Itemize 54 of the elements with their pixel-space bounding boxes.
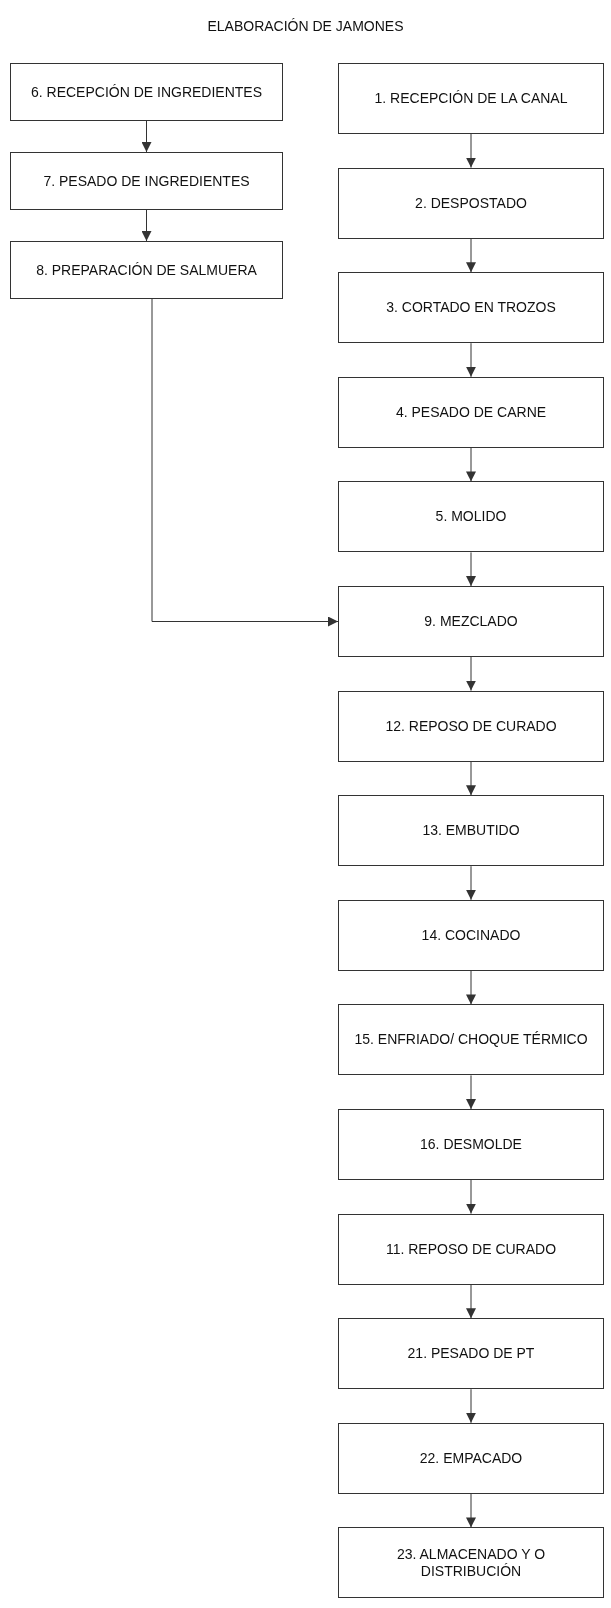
process-box: [338, 586, 604, 657]
process-box: [338, 272, 604, 344]
arrow: [466, 1074, 476, 1110]
step-label: 11. REPOSO DE CURADO: [385, 1240, 557, 1258]
arrow: [466, 970, 476, 1005]
process-box: [338, 690, 604, 762]
arrow: [151, 298, 339, 627]
arrow: [466, 342, 476, 378]
arrow: [466, 761, 476, 796]
arrow: [466, 1388, 476, 1424]
step-label: 1. RECEPCIÓN DE LA CANAL: [374, 90, 568, 107]
arrow: [466, 447, 476, 482]
process-box: [338, 1422, 604, 1494]
step-label: 7. PESADO DE INGREDIENTES: [43, 172, 250, 190]
step-label: 15. ENFRIADO/ CHOQUE TÉRMICO: [354, 1031, 588, 1049]
step-label: 23. ALMACENADO Y O DISTRIBUCIÓN: [395, 1545, 547, 1580]
arrow: [466, 551, 476, 587]
step-label: 3. CORTADO EN TROZOS: [386, 299, 556, 317]
step-label: 14. COCINADO: [421, 926, 521, 944]
diagram-title: ELABORACIÓN DE JAMONES: [206, 18, 405, 34]
process-box: [10, 241, 283, 299]
step-label: 2. DESPOSTADO: [415, 194, 527, 212]
process-box: [338, 1527, 604, 1599]
step-label: 13. EMBUTIDO: [422, 822, 520, 840]
arrow: [466, 133, 476, 169]
step-label: 4. PESADO DE CARNE: [395, 403, 547, 421]
process-box: [338, 899, 604, 971]
process-box: [338, 1318, 604, 1390]
process-box: [10, 152, 283, 210]
step-label: 16. DESMOLDE: [420, 1136, 522, 1153]
step-label: 9. MEZCLADO: [424, 613, 518, 630]
arrow: [466, 238, 476, 273]
step-label: 8. PREPARACIÓN DE SALMUERA: [36, 261, 257, 279]
step-label: 21. PESADO DE PT: [407, 1345, 535, 1363]
step-label: 5. MOLIDO: [435, 508, 507, 526]
process-box: [338, 167, 604, 239]
process-box: [338, 376, 604, 448]
arrow: [466, 1179, 476, 1215]
arrow: [141, 209, 152, 242]
arrow: [466, 865, 476, 901]
process-box: [338, 1213, 604, 1285]
arrow: [466, 656, 476, 692]
process-box: [338, 63, 604, 134]
process-box: [338, 481, 604, 553]
step-label: 12. REPOSO DE CURADO: [385, 717, 557, 735]
step-label: 22. EMPACADO: [419, 1449, 523, 1467]
arrow: [141, 120, 152, 153]
process-box: [338, 795, 604, 867]
arrow: [466, 1284, 476, 1319]
process-box: [10, 63, 283, 121]
process-box: [338, 1109, 604, 1180]
step-label: 6. RECEPCIÓN DE INGREDIENTES: [30, 83, 262, 101]
process-box: [338, 1004, 604, 1076]
arrow: [466, 1493, 476, 1528]
